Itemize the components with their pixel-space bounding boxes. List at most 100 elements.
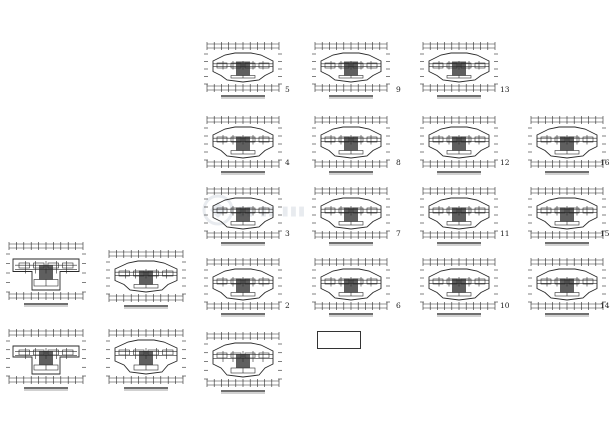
core-stair-elevator bbox=[139, 351, 153, 365]
floor-plan-left-top-a bbox=[5, 240, 87, 308]
sheet-number: 6 bbox=[396, 301, 401, 310]
floor-plan-left-top-b bbox=[105, 248, 187, 310]
sheet-number: 4 bbox=[285, 158, 290, 167]
floor-plan-8 bbox=[311, 114, 391, 176]
core-stair-elevator bbox=[452, 278, 466, 293]
building-outline bbox=[212, 52, 274, 83]
room-box bbox=[474, 207, 486, 214]
room-box bbox=[352, 62, 364, 69]
room-box bbox=[324, 278, 336, 285]
floor-plan-13 bbox=[419, 40, 499, 100]
room-box bbox=[432, 136, 444, 143]
building-outline bbox=[428, 268, 490, 301]
room-box bbox=[230, 207, 242, 214]
sheet-number: 10 bbox=[500, 301, 510, 310]
core-stair-elevator bbox=[236, 354, 250, 368]
room-box bbox=[460, 207, 472, 214]
room-box bbox=[554, 136, 566, 143]
room-box bbox=[18, 262, 30, 269]
sheet-number: 11 bbox=[500, 229, 510, 238]
room-box bbox=[338, 278, 350, 285]
sheet-number: 12 bbox=[500, 158, 510, 167]
room-box bbox=[62, 262, 74, 269]
core-stair-elevator bbox=[560, 207, 574, 222]
sheet-number: 2 bbox=[285, 301, 290, 310]
plan-drawing bbox=[204, 116, 282, 175]
sheet-number: 14 bbox=[600, 301, 610, 310]
sheet-number: 16 bbox=[600, 158, 610, 167]
room-box bbox=[118, 270, 130, 277]
floor-plan-12 bbox=[419, 114, 499, 176]
plan-drawing bbox=[528, 187, 606, 246]
core-stair-elevator bbox=[236, 61, 250, 76]
plan-drawing bbox=[6, 242, 86, 307]
room-box bbox=[216, 278, 228, 285]
building-outline bbox=[212, 197, 274, 230]
room-box bbox=[432, 278, 444, 285]
room-box bbox=[366, 62, 378, 69]
room-box bbox=[216, 136, 228, 143]
core-stair-elevator bbox=[560, 136, 574, 151]
plan-drawing bbox=[6, 329, 86, 391]
room-box bbox=[258, 136, 270, 143]
room-box bbox=[366, 136, 378, 143]
room-box bbox=[162, 349, 174, 356]
legend-box bbox=[317, 331, 361, 349]
room-box bbox=[118, 349, 130, 356]
core-stair-elevator bbox=[236, 278, 250, 293]
room-box bbox=[162, 270, 174, 277]
core-stair-elevator bbox=[39, 265, 53, 280]
room-box bbox=[540, 207, 552, 214]
floor-plan-5 bbox=[203, 40, 283, 100]
building-outline bbox=[428, 52, 490, 83]
room-box bbox=[33, 349, 45, 356]
building-outline bbox=[212, 342, 274, 378]
room-box bbox=[230, 62, 242, 69]
building-outline bbox=[114, 260, 178, 293]
plan-drawing bbox=[204, 42, 282, 99]
core-stair-elevator bbox=[452, 207, 466, 222]
room-box bbox=[540, 278, 552, 285]
plan-drawing bbox=[204, 187, 282, 246]
building-outline bbox=[320, 126, 382, 159]
room-box bbox=[460, 136, 472, 143]
building-outline bbox=[536, 126, 598, 159]
core-stair-elevator bbox=[39, 351, 53, 365]
building-outline bbox=[320, 268, 382, 301]
room-box bbox=[446, 207, 458, 214]
plan-drawing bbox=[106, 329, 186, 391]
core-stair-elevator bbox=[344, 207, 358, 222]
room-box bbox=[582, 207, 594, 214]
building-outline bbox=[428, 126, 490, 159]
building-outline bbox=[114, 339, 178, 375]
room-box bbox=[244, 136, 256, 143]
room-box bbox=[446, 62, 458, 69]
room-box bbox=[338, 62, 350, 69]
room-box bbox=[366, 207, 378, 214]
building-outline bbox=[428, 197, 490, 230]
plan-drawing bbox=[312, 187, 390, 246]
plan-drawing bbox=[420, 187, 498, 246]
room-box bbox=[47, 262, 59, 269]
room-box bbox=[568, 136, 580, 143]
floor-plan-16 bbox=[527, 114, 607, 176]
plan-drawing bbox=[528, 258, 606, 317]
room-box bbox=[474, 62, 486, 69]
plan-drawing bbox=[204, 332, 282, 394]
room-box bbox=[244, 207, 256, 214]
floor-plan-9 bbox=[311, 40, 391, 100]
room-box bbox=[244, 352, 256, 359]
core-stair-elevator bbox=[139, 270, 153, 285]
room-box bbox=[244, 278, 256, 285]
floor-plan-6 bbox=[311, 256, 391, 318]
room-box bbox=[258, 352, 270, 359]
room-box bbox=[147, 270, 159, 277]
room-box bbox=[258, 207, 270, 214]
room-box bbox=[582, 136, 594, 143]
room-box bbox=[460, 62, 472, 69]
building-outline bbox=[320, 197, 382, 230]
plan-drawing bbox=[420, 116, 498, 175]
room-box bbox=[352, 207, 364, 214]
room-box bbox=[568, 278, 580, 285]
room-box bbox=[18, 349, 30, 356]
